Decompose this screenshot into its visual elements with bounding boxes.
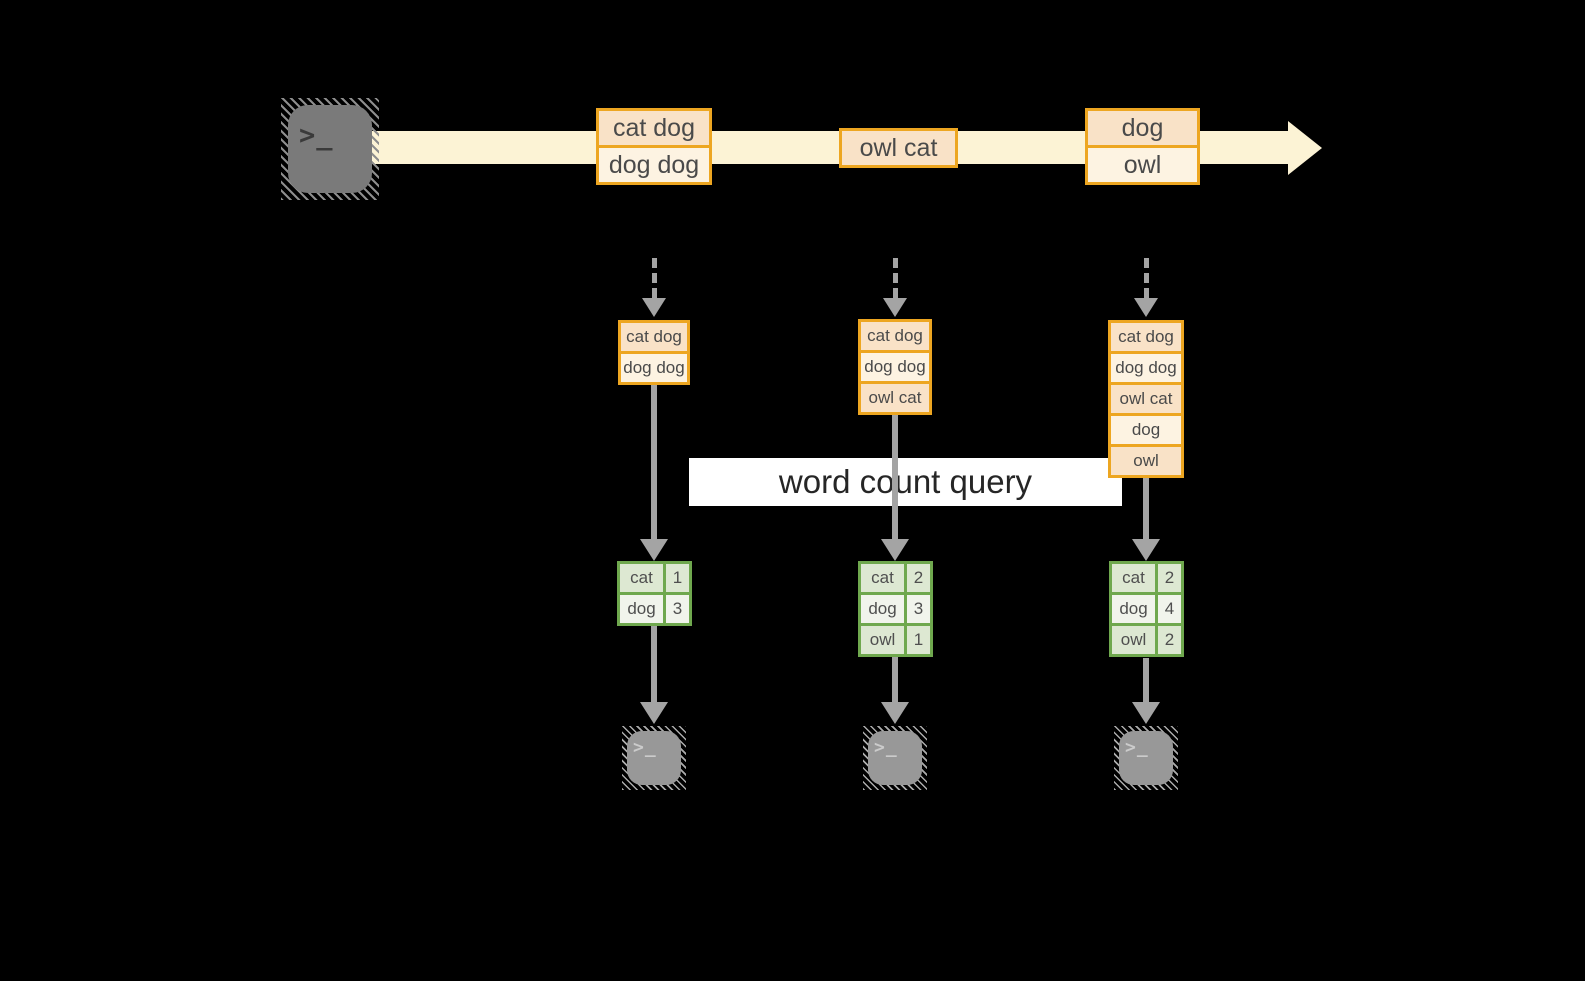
arrow-line — [651, 385, 657, 539]
stream-batch-2: owl cat — [839, 128, 958, 168]
terminal-body — [288, 105, 372, 193]
stream-arrowhead-icon — [1288, 121, 1322, 175]
buffer-line: owl cat — [861, 381, 929, 412]
batch-line: cat dog — [599, 111, 709, 145]
buffer-stack-2: cat dog dog dog owl cat — [858, 319, 932, 415]
arrow-down-icon — [879, 415, 911, 561]
count-table-3: cat 2 dog 4 owl 2 — [1109, 561, 1184, 657]
word-cell: cat — [1112, 564, 1158, 592]
table-row: cat 1 — [620, 564, 689, 592]
buffer-line: dog dog — [621, 351, 687, 382]
arrow-line — [892, 258, 898, 298]
count-cell: 3 — [907, 595, 930, 623]
sink-terminal-icon: >_ — [863, 726, 927, 790]
arrow-down-icon — [1130, 658, 1162, 724]
arrow-line — [1143, 478, 1149, 539]
arrow-head — [881, 702, 909, 724]
buffer-stack-3: cat dog dog dog owl cat dog owl — [1108, 320, 1184, 478]
word-cell: cat — [861, 564, 907, 592]
prompt-glyph: >_ — [633, 737, 657, 758]
word-cell: dog — [1112, 595, 1158, 623]
word-cell: cat — [620, 564, 666, 592]
stream-batch-3: dog owl — [1085, 108, 1200, 185]
sink-terminal-icon: >_ — [622, 726, 686, 790]
count-table-1: cat 1 dog 3 — [617, 561, 692, 626]
batch-line: dog — [1088, 111, 1197, 145]
table-row: cat 2 — [861, 564, 930, 592]
terminal-body — [627, 731, 681, 785]
sink-terminal-icon: >_ — [1114, 726, 1178, 790]
stream-batch-1: cat dog dog dog — [596, 108, 712, 185]
arrow-down-icon — [1130, 478, 1162, 561]
dashed-arrow-down-icon — [1130, 258, 1162, 317]
terminal-body — [1119, 731, 1173, 785]
dashed-arrow-down-icon — [879, 258, 911, 317]
arrow-line — [1143, 258, 1149, 298]
batch-line: owl cat — [842, 131, 955, 165]
arrow-down-icon — [638, 385, 670, 561]
table-row: owl 1 — [861, 623, 930, 654]
arrow-line — [1143, 658, 1149, 702]
buffer-stack-1: cat dog dog dog — [618, 320, 690, 385]
arrow-head — [1132, 702, 1160, 724]
count-table-2: cat 2 dog 3 owl 1 — [858, 561, 933, 657]
buffer-line: dog dog — [861, 350, 929, 381]
table-row: dog 3 — [620, 592, 689, 623]
count-cell: 3 — [666, 595, 689, 623]
table-row: dog 4 — [1112, 592, 1181, 623]
count-cell: 4 — [1158, 595, 1181, 623]
arrow-head — [640, 702, 668, 724]
arrow-head — [883, 298, 907, 317]
count-cell: 1 — [907, 626, 930, 654]
buffer-line: cat dog — [861, 322, 929, 350]
buffer-line: cat dog — [621, 323, 687, 351]
arrow-line — [892, 415, 898, 539]
arrow-down-icon — [638, 626, 670, 724]
count-cell: 1 — [666, 564, 689, 592]
buffer-line: owl cat — [1111, 382, 1181, 413]
table-row: owl 2 — [1112, 623, 1181, 654]
buffer-line: dog — [1111, 413, 1181, 444]
terminal-body — [868, 731, 922, 785]
arrow-head — [881, 539, 909, 561]
arrow-head — [642, 298, 666, 317]
prompt-glyph: >_ — [874, 737, 898, 758]
prompt-glyph: >_ — [299, 120, 334, 151]
source-terminal-icon: >_ — [281, 98, 379, 200]
batch-line: dog dog — [599, 145, 709, 182]
count-cell: 2 — [1158, 564, 1181, 592]
batch-line: owl — [1088, 145, 1197, 182]
word-cell: owl — [861, 626, 907, 654]
table-row: dog 3 — [861, 592, 930, 623]
table-row: cat 2 — [1112, 564, 1181, 592]
arrow-line — [892, 657, 898, 702]
word-cell: dog — [620, 595, 666, 623]
buffer-line: cat dog — [1111, 323, 1181, 351]
count-cell: 2 — [1158, 626, 1181, 654]
arrow-line — [651, 626, 657, 702]
count-cell: 2 — [907, 564, 930, 592]
arrow-down-icon — [879, 657, 911, 724]
word-cell: dog — [861, 595, 907, 623]
buffer-line: owl — [1111, 444, 1181, 475]
word-cell: owl — [1112, 626, 1158, 654]
arrow-head — [1134, 298, 1158, 317]
arrow-head — [1132, 539, 1160, 561]
buffer-line: dog dog — [1111, 351, 1181, 382]
arrow-line — [651, 258, 657, 298]
arrow-head — [640, 539, 668, 561]
query-label: word count query — [689, 458, 1122, 506]
prompt-glyph: >_ — [1125, 737, 1149, 758]
dashed-arrow-down-icon — [638, 258, 670, 317]
